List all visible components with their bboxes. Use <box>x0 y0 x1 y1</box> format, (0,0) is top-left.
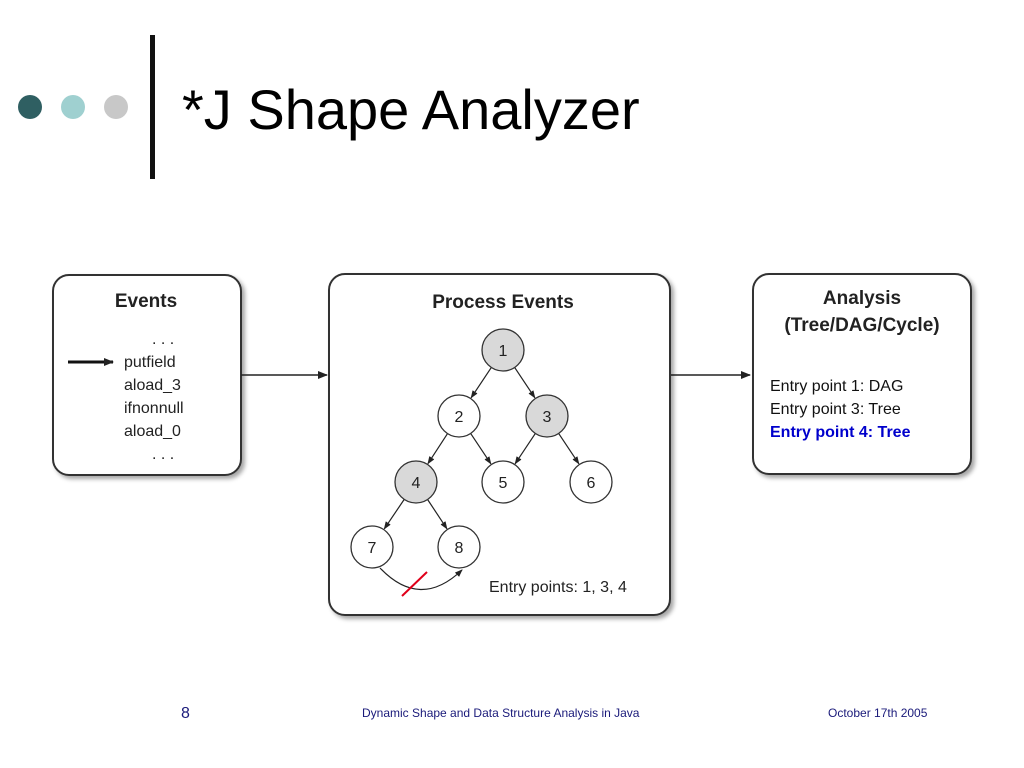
node-label-8: 8 <box>455 540 464 557</box>
events-ellipsis: . . . <box>152 331 174 348</box>
edge-4-7 <box>383 499 405 530</box>
node-7 <box>350 525 394 569</box>
entry-points-label: Entry points: 1, 3, 4 <box>489 579 627 596</box>
decorative-dots <box>0 0 150 200</box>
dot-gray <box>104 95 128 119</box>
cut-mark <box>401 571 428 597</box>
edge-1-2 <box>470 367 492 399</box>
node-label-7: 7 <box>368 540 377 557</box>
page-number: 8 <box>181 705 190 722</box>
event-item: ifnonnull <box>124 400 184 417</box>
title-divider <box>150 35 155 179</box>
edge-1-3 <box>514 367 536 399</box>
process-events-title: Process Events <box>432 292 574 313</box>
events-list: . . . putfield aload_3 ifnonnull aload_0 . . … <box>124 331 184 463</box>
node-2 <box>437 394 481 438</box>
slide-title: *J Shape Analyzer <box>182 78 640 141</box>
edge-2-5 <box>470 433 492 465</box>
footer-presentation-title: Dynamic Shape and Data Structure Analysi… <box>362 706 640 720</box>
node-label-1: 1 <box>499 343 508 360</box>
node-5 <box>481 460 525 504</box>
process-events-box: Process Events 1 2 3 4 5 6 7 8 Entry points: 1,… <box>328 273 671 616</box>
analysis-results: Entry point 1: DAG Entry point 3: TreeEnt… <box>770 378 911 441</box>
back-edge <box>379 567 463 597</box>
node-6 <box>569 460 613 504</box>
node-label-2: 2 <box>455 409 464 426</box>
edge-3-6 <box>558 433 580 465</box>
edge-4-8 <box>427 499 448 530</box>
footer-date: October 17th 2005 <box>828 706 928 720</box>
tree-edges <box>383 367 580 530</box>
node-label-3: 3 <box>543 409 552 426</box>
node-label-6: 6 <box>587 475 596 492</box>
node-3 <box>525 394 569 438</box>
analysis-box: Analysis (Tree/DAG/Cycle) Entry point 1:… <box>752 273 972 475</box>
tree-nodes: 1 2 3 4 5 6 7 8 <box>350 328 613 569</box>
dot-dark <box>18 95 42 119</box>
event-item: putfield <box>124 354 176 371</box>
edge-3-5 <box>514 433 536 465</box>
events-box: Events . . . putfield aload_3 ifnonnull aloa… <box>52 274 242 476</box>
node-8 <box>437 525 481 569</box>
analysis-subtitle: (Tree/DAG/Cycle) <box>784 315 939 336</box>
dot-teal <box>61 95 85 119</box>
event-item: aload_3 <box>124 377 181 394</box>
events-title: Events <box>115 291 177 312</box>
analysis-line: Entry point 1: DAG <box>770 378 903 395</box>
analysis-title: Analysis <box>823 288 901 309</box>
back-edge-7-to-8 <box>379 567 463 591</box>
node-label-4: 4 <box>412 475 421 492</box>
node-4 <box>394 460 438 504</box>
event-item: aload_0 <box>124 423 181 440</box>
node-label-5: 5 <box>499 475 508 492</box>
events-ellipsis: . . . <box>152 446 174 463</box>
analysis-line: Entry point 4: Tree <box>770 424 911 441</box>
edge-2-4 <box>427 433 449 465</box>
node-1 <box>481 328 525 372</box>
analysis-line: Entry point 3: Tree <box>770 401 901 418</box>
